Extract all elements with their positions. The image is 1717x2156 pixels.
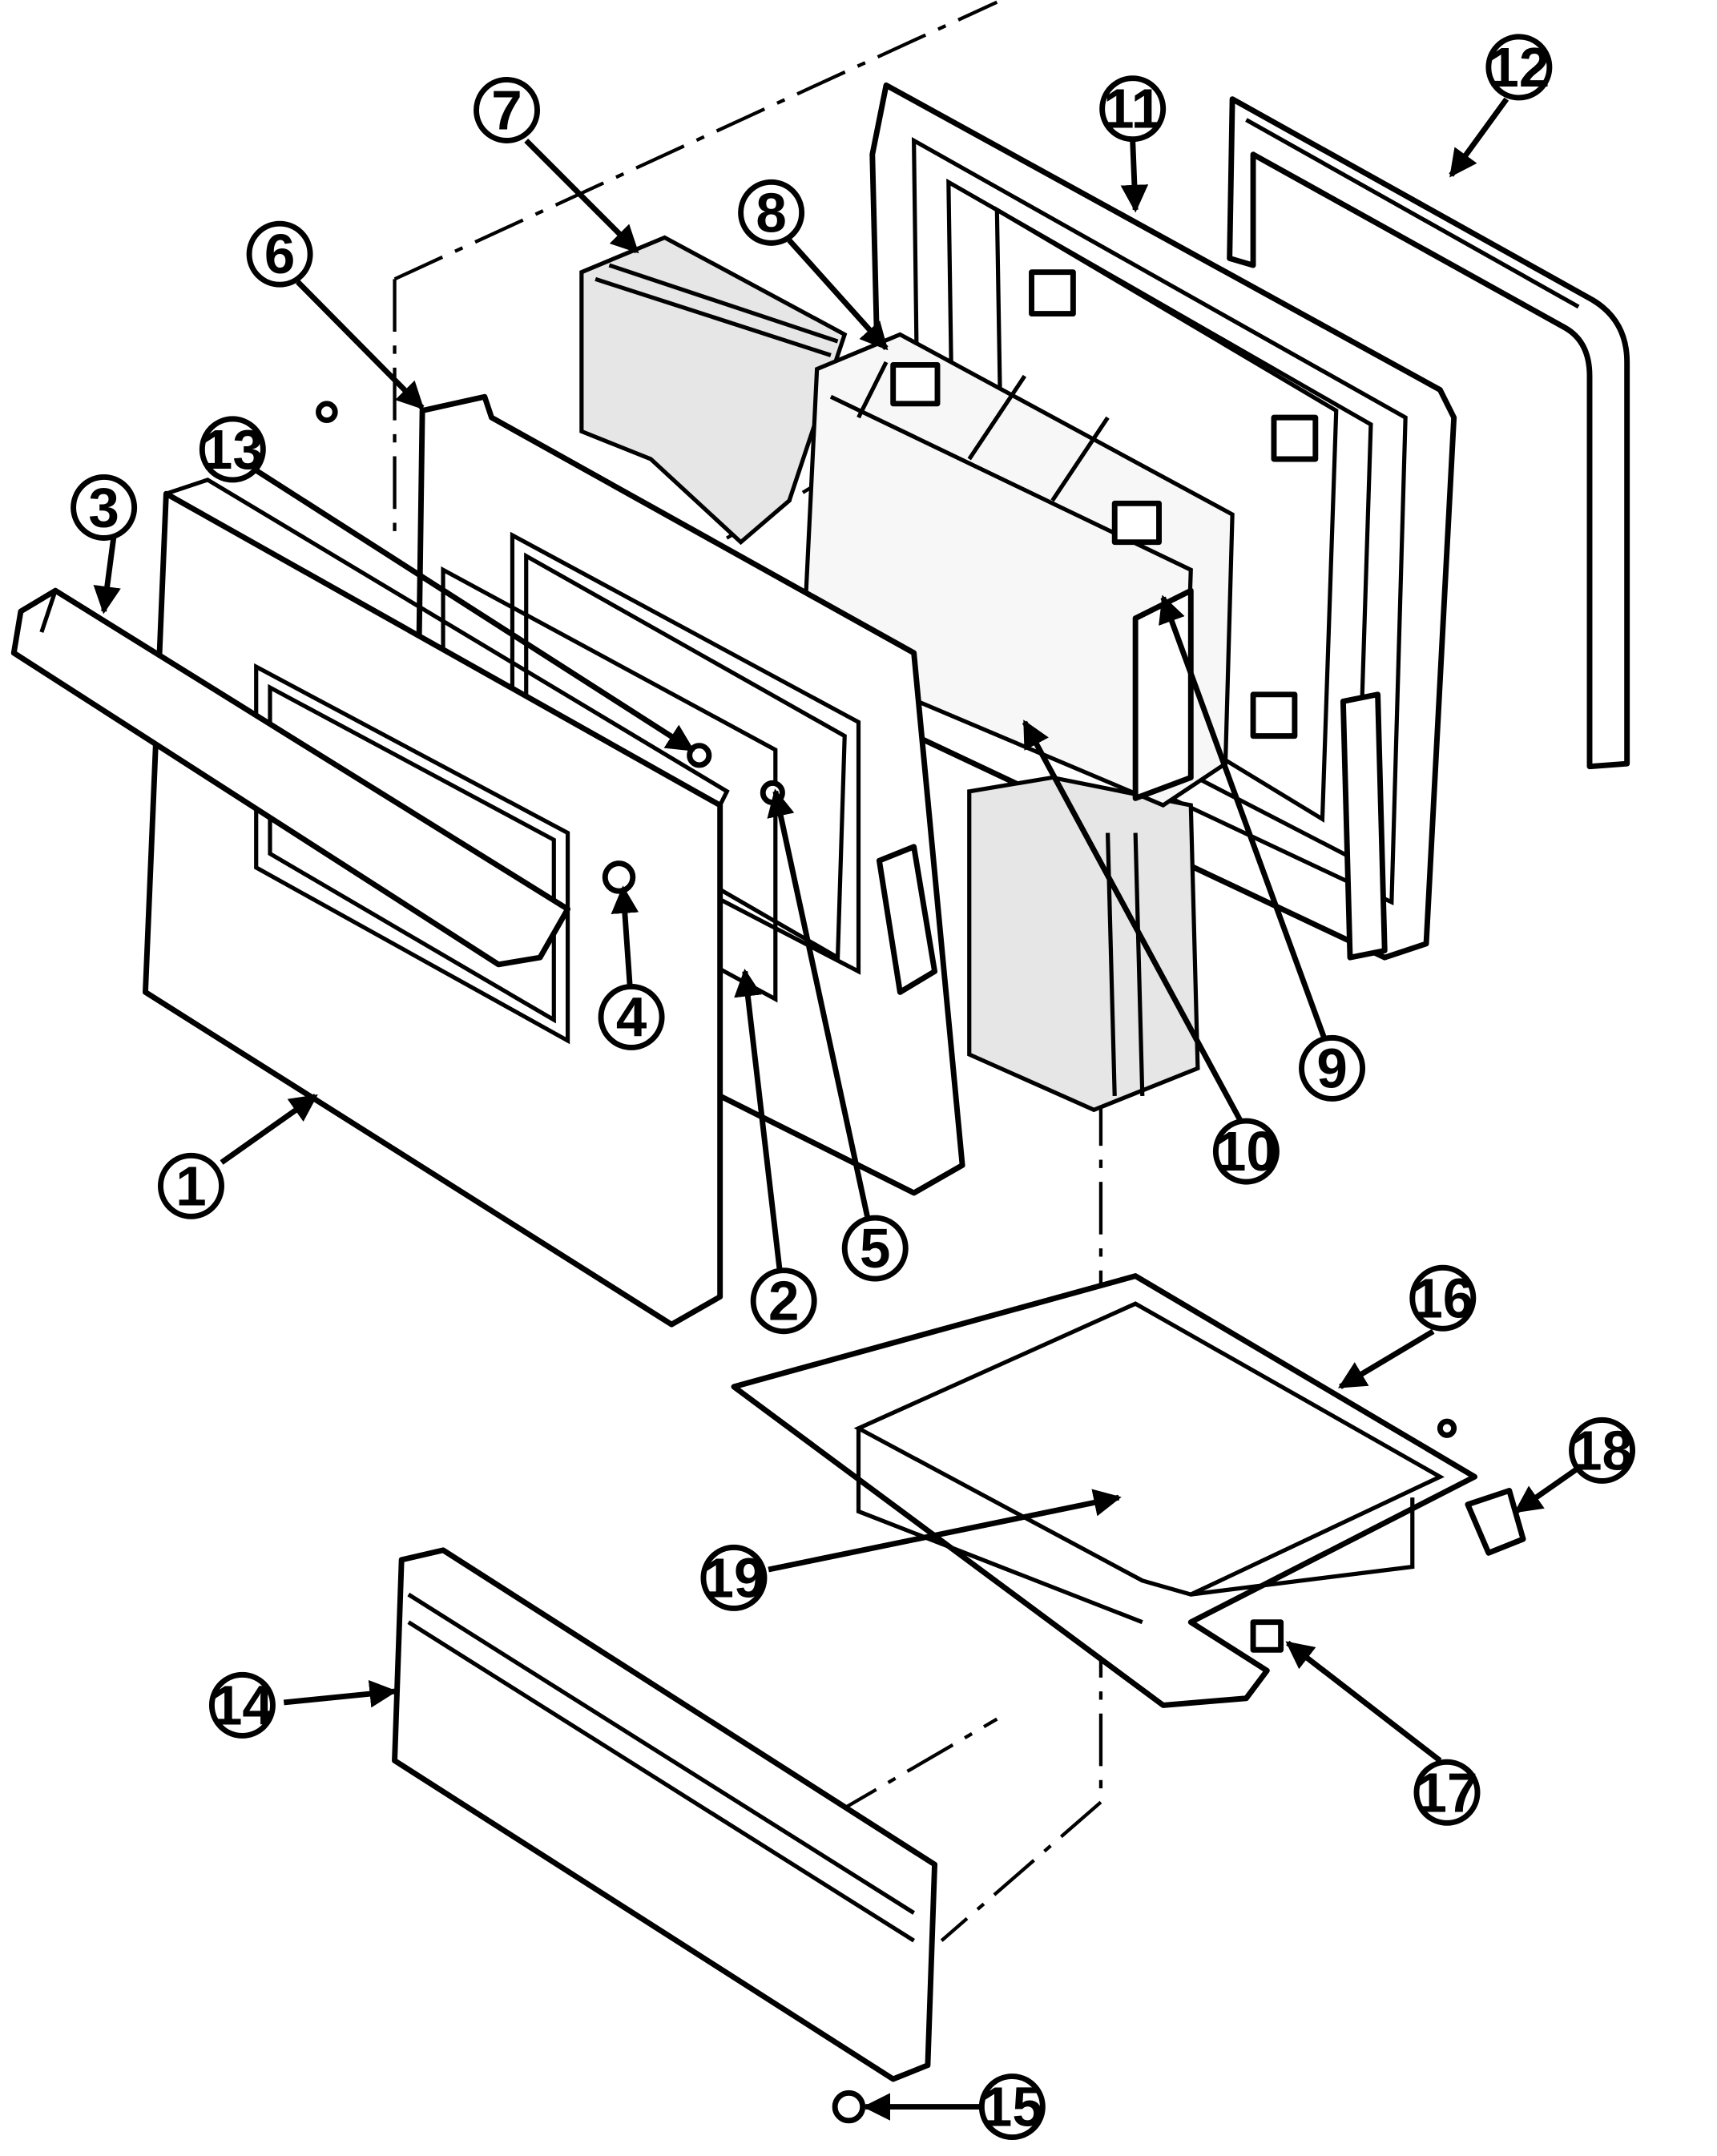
door-handle [10, 587, 571, 968]
drawer-clip [1465, 1488, 1526, 1556]
callout-9: 9 [1299, 1034, 1366, 1102]
drawer-front-panel [392, 1547, 938, 2082]
callout-15: 15 [978, 2073, 1046, 2141]
svg-text:9: 9 [1316, 1037, 1347, 1099]
callout-leaders [93, 97, 1578, 2121]
svg-text:13: 13 [202, 418, 264, 481]
callout-18: 18 [1569, 1417, 1636, 1484]
svg-text:11: 11 [1103, 78, 1162, 140]
callout-3: 3 [71, 474, 138, 541]
callout-7: 7 [474, 76, 541, 143]
callout-12: 12 [1485, 34, 1553, 101]
door-gasket [1227, 96, 1630, 770]
svg-text:5: 5 [860, 1217, 890, 1279]
callout-10: 10 [1212, 1118, 1280, 1185]
callout-6: 6 [246, 220, 313, 288]
svg-text:4: 4 [616, 985, 647, 1048]
svg-text:14: 14 [212, 1674, 273, 1736]
svg-text:1: 1 [175, 1155, 206, 1217]
svg-text:8: 8 [756, 181, 786, 244]
callout-13: 13 [199, 416, 266, 483]
callout-2: 2 [750, 1267, 817, 1335]
svg-text:19: 19 [703, 1546, 765, 1609]
svg-text:15: 15 [981, 2076, 1043, 2138]
callout-5: 5 [841, 1215, 909, 1282]
door-insulation [579, 235, 1200, 1113]
svg-text:16: 16 [1412, 1267, 1473, 1329]
drawer-nut [832, 2090, 866, 2124]
drawer-glide [1250, 1619, 1284, 1653]
svg-text:18: 18 [1571, 1419, 1633, 1481]
svg-text:12: 12 [1488, 36, 1550, 99]
callout-8: 8 [738, 179, 805, 246]
callout-4: 4 [598, 983, 665, 1050]
svg-text:2: 2 [768, 1270, 799, 1332]
svg-text:3: 3 [88, 476, 119, 538]
svg-text:10: 10 [1215, 1120, 1277, 1183]
svg-text:7: 7 [491, 79, 522, 141]
callout-17: 17 [1413, 1759, 1481, 1826]
callout-1: 1 [158, 1152, 224, 1219]
callout-14: 14 [208, 1671, 276, 1739]
svg-text:6: 6 [264, 223, 295, 285]
drawer-tray [731, 1273, 1478, 1708]
svg-text:17: 17 [1417, 1761, 1478, 1824]
callout-11: 11 [1099, 75, 1167, 143]
callout-19: 19 [700, 1544, 768, 1611]
callout-16: 16 [1409, 1264, 1477, 1332]
